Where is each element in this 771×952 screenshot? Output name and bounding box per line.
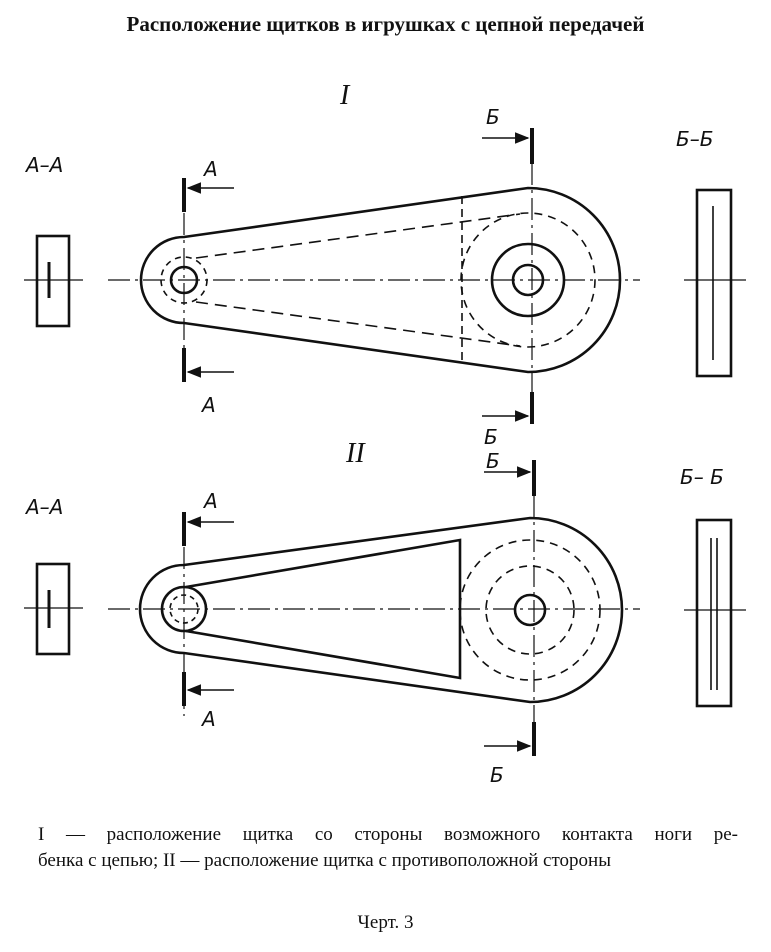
view-1-roman-label: I bbox=[339, 80, 351, 111]
view-2-section-bb-rect bbox=[695, 518, 733, 708]
view-1-section-aa-rect bbox=[35, 234, 71, 328]
view-1-section-bb-title: Б–Б bbox=[676, 127, 713, 151]
view-1-cut-a-bottom-label: А bbox=[200, 393, 216, 417]
view-2-large-sprocket-bore bbox=[513, 593, 547, 627]
view-2-cut-b-top-label: Б bbox=[486, 449, 500, 473]
view-2-section-aa-title: А–А bbox=[24, 495, 63, 519]
view-1-section-aa-title: А–А bbox=[24, 153, 63, 177]
view-2-large-sprocket-dashed-outer bbox=[459, 539, 601, 681]
view-1-cut-b-top-label: Б bbox=[486, 105, 500, 129]
view-2-cut-b-bottom-label: Б bbox=[490, 763, 504, 787]
view-2-guard-outline bbox=[138, 516, 624, 704]
view-2-section-bb-title: Б– Б bbox=[680, 465, 724, 489]
diagram-caption: I — расположение щитка со стороны возмож… bbox=[38, 822, 738, 874]
view-1-chain-upper-dashed bbox=[195, 213, 521, 259]
view-1: I А–А Б–Б А А Б bbox=[24, 80, 746, 449]
diagram-title: Расположение щитков в игрушках с цепной … bbox=[126, 12, 645, 36]
view-2-cut-a-bottom-label: А bbox=[200, 707, 216, 731]
view-1-cut-a-top-label: А bbox=[202, 157, 218, 181]
view-2-large-sprocket-dashed-inner bbox=[485, 565, 575, 655]
caption-line-2: бенка с цепью; II — расположение щитка с… bbox=[38, 850, 611, 871]
caption-line-1: I — расположение щитка со стороны возмож… bbox=[38, 824, 738, 845]
view-1-chain-lower-dashed bbox=[195, 301, 521, 347]
view-2-section-aa-rect bbox=[35, 562, 71, 656]
view-1-cut-b-bottom-label: Б bbox=[484, 425, 498, 449]
view-1-section-bb-rect bbox=[695, 188, 733, 378]
view-2: II А–А Б– Б А А Б Б bbox=[24, 438, 746, 787]
view-2-roman-label: II bbox=[345, 438, 366, 469]
figure-number: Черт. 3 bbox=[357, 912, 414, 933]
view-2-cut-a-top-label: А bbox=[202, 489, 218, 513]
view-1-guard-outline bbox=[139, 186, 622, 374]
